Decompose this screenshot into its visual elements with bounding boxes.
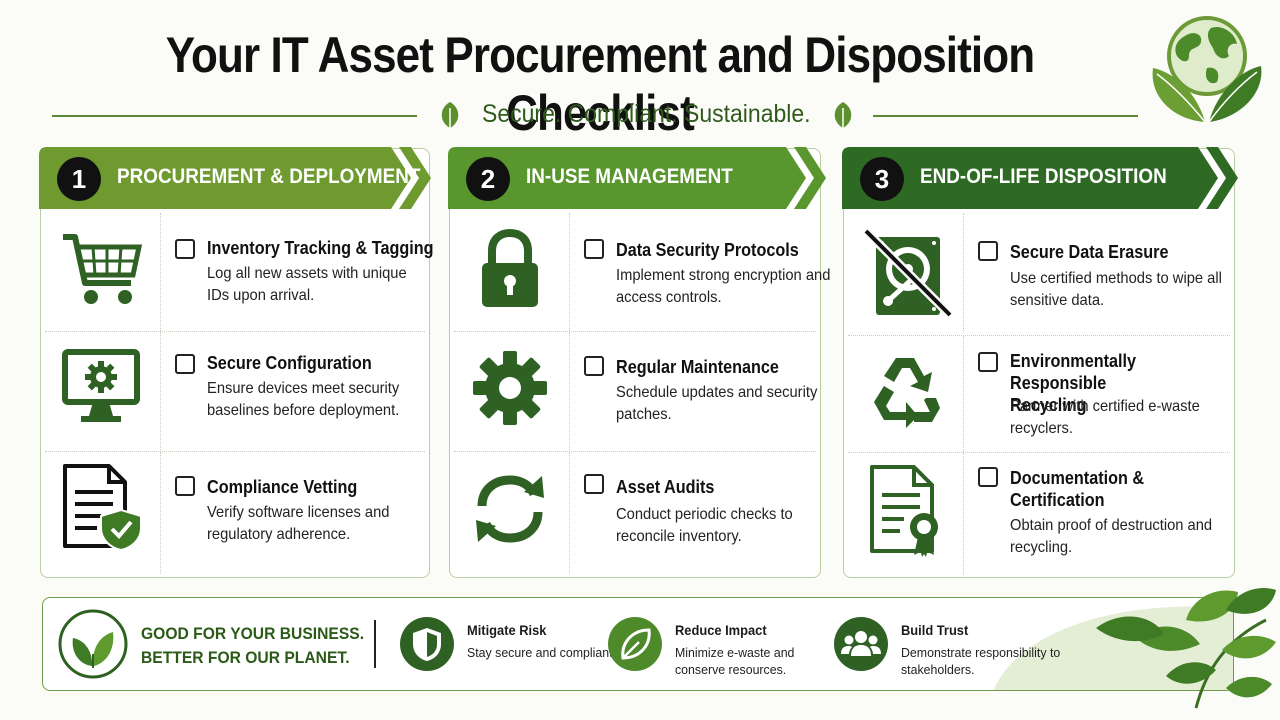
- item-description: Conduct periodic checks to reconcile inv…: [616, 506, 793, 545]
- item-description: Partner with certified e-waste recyclers…: [1010, 398, 1200, 437]
- gear-icon: [473, 351, 547, 425]
- shopping-cart-icon: [63, 234, 143, 304]
- checkbox[interactable]: [978, 467, 998, 487]
- benefit-item: Mitigate Risk Stay secure and compliant.: [399, 612, 616, 682]
- column-title: PROCUREMENT & DEPLOYMENT: [117, 165, 421, 188]
- column-procurement: 1 PROCUREMENT & DEPLOYMENT Inventory Tra…: [39, 147, 434, 578]
- benefit-description: Demonstrate responsibility to stakeholde…: [901, 645, 1061, 677]
- item-description: Log all new assets with unique IDs upon …: [207, 265, 407, 304]
- divider-line-right: [873, 115, 1138, 117]
- item-title: Data Security Protocols: [616, 240, 799, 260]
- item-title: Environmentally Responsible Recycling: [1010, 351, 1137, 415]
- subtitle: Secure. Compliant. Sustainable.: [482, 100, 811, 128]
- column-end-of-life: 3 END-OF-LIFE DISPOSITION Secure Data Er…: [842, 147, 1238, 578]
- item-title: Asset Audits: [616, 477, 715, 497]
- item-title: Documentation & Certification: [1010, 468, 1145, 510]
- shield-icon: [400, 617, 454, 671]
- divider: [454, 451, 816, 452]
- checklist-item: Regular Maintenance Schedule updates and…: [450, 332, 820, 450]
- checkbox[interactable]: [978, 352, 998, 372]
- column-in-use: 2 IN-USE MANAGEMENT Data Security Protoc…: [448, 147, 830, 578]
- refresh-icon: [476, 475, 544, 543]
- divider: [848, 335, 1230, 336]
- benefit-title: Build Trust: [901, 622, 969, 638]
- divider: [454, 331, 816, 332]
- divider: [45, 451, 425, 452]
- checklist-item: Inventory Tracking & Tagging Log all new…: [41, 213, 434, 331]
- checkbox[interactable]: [584, 356, 604, 376]
- padlock-icon: [482, 229, 538, 307]
- item-title: Secure Configuration: [207, 353, 372, 373]
- document-shield-icon: [63, 464, 142, 552]
- checkbox[interactable]: [175, 354, 195, 374]
- leaf-circle-icon: [58, 609, 128, 679]
- checklist-item: Environmentally Responsible Recycling Pa…: [844, 336, 1234, 452]
- item-title: Compliance Vetting: [207, 477, 358, 497]
- benefit-title: Mitigate Risk: [467, 622, 547, 638]
- item-title: Secure Data Erasure: [1010, 242, 1169, 262]
- step-number: 1: [57, 157, 101, 201]
- leaf-icon: [834, 102, 852, 128]
- item-description: Verify software licenses and regulatory …: [207, 504, 390, 543]
- benefit-description: Minimize e-waste and conserve resources.: [675, 645, 795, 677]
- step-number: 2: [466, 157, 510, 201]
- certificate-icon: [870, 465, 938, 557]
- item-description: Obtain proof of destruction and recyclin…: [1010, 517, 1213, 556]
- item-description: Use certified methods to wipe all sensit…: [1010, 270, 1222, 309]
- checkbox[interactable]: [175, 476, 195, 496]
- hard-drive-crossed-icon: [864, 229, 954, 319]
- benefit-item: Reduce Impact Minimize e-waste and conse…: [607, 612, 827, 682]
- decorative-leaves-icon: [1096, 588, 1276, 709]
- benefit-description: Stay secure and compliant.: [467, 645, 616, 660]
- item-description: Implement strong encryption and access c…: [616, 267, 831, 306]
- monitor-gear-icon: [62, 349, 140, 422]
- footer-separator: [374, 620, 376, 668]
- divider-line-left: [52, 115, 417, 117]
- checkbox[interactable]: [584, 474, 604, 494]
- globe-leaves-icon: [1152, 16, 1262, 123]
- item-description: Ensure devices meet security baselines b…: [207, 380, 400, 419]
- checklist-item: Documentation & Certification Obtain pro…: [844, 453, 1234, 575]
- checklist-item: Secure Configuration Ensure devices meet…: [41, 332, 429, 450]
- footer-slogan: GOOD FOR YOUR BUSINESS. BETTER FOR OUR P…: [141, 624, 365, 667]
- step-number: 3: [860, 157, 904, 201]
- benefit-title: Reduce Impact: [675, 622, 767, 638]
- leaf-icon: [441, 102, 459, 128]
- checklist-item: Data Security Protocols Implement strong…: [450, 213, 830, 331]
- people-icon: [834, 617, 888, 671]
- checklist-item: Secure Data Erasure Use certified method…: [844, 213, 1234, 333]
- leaf-icon: [608, 617, 662, 671]
- column-title: END-OF-LIFE DISPOSITION: [920, 165, 1167, 188]
- recycle-icon: [874, 358, 940, 428]
- column-title: IN-USE MANAGEMENT: [526, 165, 733, 188]
- page-title: Your IT Asset Procurement and Dispositio…: [165, 27, 1035, 141]
- benefit-item: Build Trust Demonstrate responsibility t…: [833, 612, 1063, 682]
- footer-banner: GOOD FOR YOUR BUSINESS. BETTER FOR OUR P…: [42, 597, 1234, 691]
- checklist-item: Compliance Vetting Verify software licen…: [41, 452, 429, 574]
- item-description: Schedule updates and security patches.: [616, 384, 818, 423]
- subtitle-row: Secure. Compliant. Sustainable.: [52, 96, 1138, 136]
- checkbox[interactable]: [584, 239, 604, 259]
- checklist-item: Asset Audits Conduct periodic checks to …: [450, 452, 820, 574]
- divider: [45, 331, 425, 332]
- item-title: Inventory Tracking & Tagging: [207, 238, 434, 258]
- checkbox[interactable]: [175, 239, 195, 259]
- item-title: Regular Maintenance: [616, 357, 779, 377]
- divider: [848, 452, 1230, 453]
- checkbox[interactable]: [978, 241, 998, 261]
